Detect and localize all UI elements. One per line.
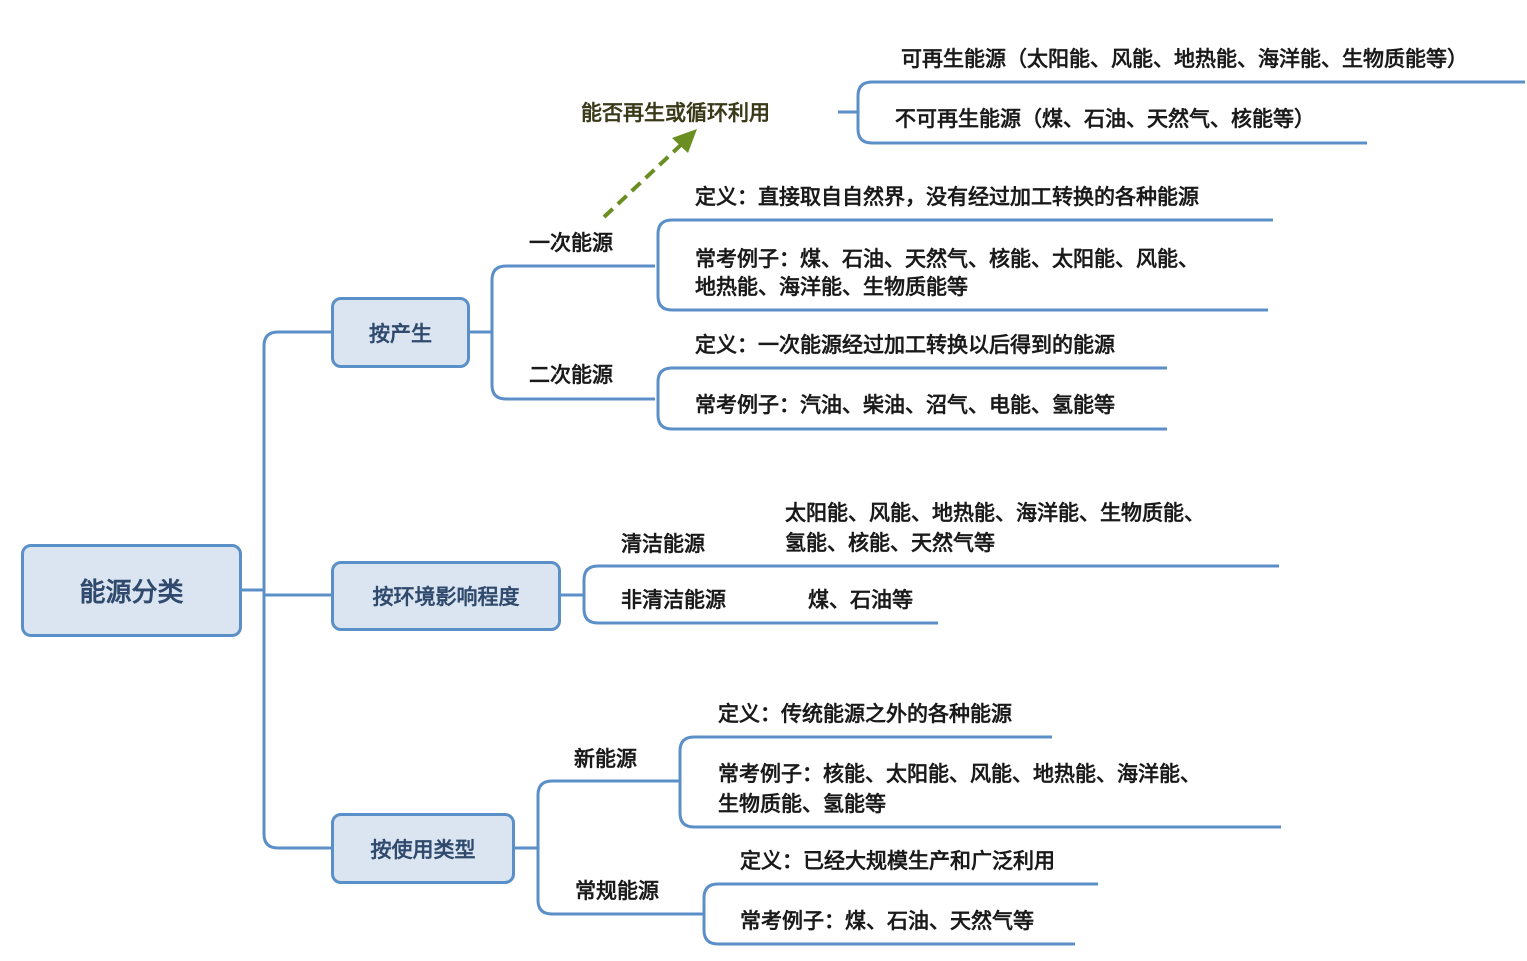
category-usage-label: 按使用类型 [370,837,476,862]
category-production: 按产生 [331,297,470,368]
secondary-definition: 定义：一次能源经过加工转换以后得到的能源 [695,333,1115,357]
primary-energy-label: 一次能源 [529,231,613,255]
clean-energy-label: 清洁能源 [621,532,705,556]
category-environment: 按环境影响程度 [331,561,561,631]
conventional-definition: 定义：已经大规模生产和广泛利用 [740,849,1055,873]
root-label: 能源分类 [79,578,184,608]
renewability-label: 能否再生或循环利用 [581,101,770,125]
secondary-examples: 常考例子：汽油、柴油、沼气、电能、氢能等 [695,393,1115,417]
root-node: 能源分类 [21,544,242,637]
nonclean-examples: 煤、石油等 [808,588,913,612]
secondary-energy-label: 二次能源 [529,363,613,387]
new-definition: 定义：传统能源之外的各种能源 [718,702,1012,726]
new-examples-line2: 生物质能、氢能等 [718,792,886,816]
primary-examples-line2: 地热能、海洋能、生物质能等 [695,275,968,299]
primary-examples-line1: 常考例子：煤、石油、天然气、核能、太阳能、风能、 [695,247,1199,271]
conventional-examples: 常考例子：煤、石油、天然气等 [740,909,1034,933]
new-examples-line1: 常考例子：核能、太阳能、风能、地热能、海洋能、 [718,762,1201,786]
conventional-energy-label: 常规能源 [575,879,659,903]
category-production-label: 按产生 [369,321,432,346]
new-energy-label: 新能源 [574,747,637,771]
category-environment-label: 按环境影响程度 [372,585,520,609]
clean-examples-line1: 太阳能、风能、地热能、海洋能、生物质能、 [785,501,1205,525]
category-usage: 按使用类型 [331,813,515,884]
nonrenewable-energy: 不可再生能源（煤、石油、天然气、核能等） [895,107,1315,131]
renewable-energy: 可再生能源（太阳能、风能、地热能、海洋能、生物质能等） [901,47,1468,71]
nonclean-energy-label: 非清洁能源 [621,588,726,612]
clean-examples-line2: 氢能、核能、天然气等 [785,531,995,555]
primary-definition: 定义：直接取自自然界，没有经过加工转换的各种能源 [695,185,1199,209]
